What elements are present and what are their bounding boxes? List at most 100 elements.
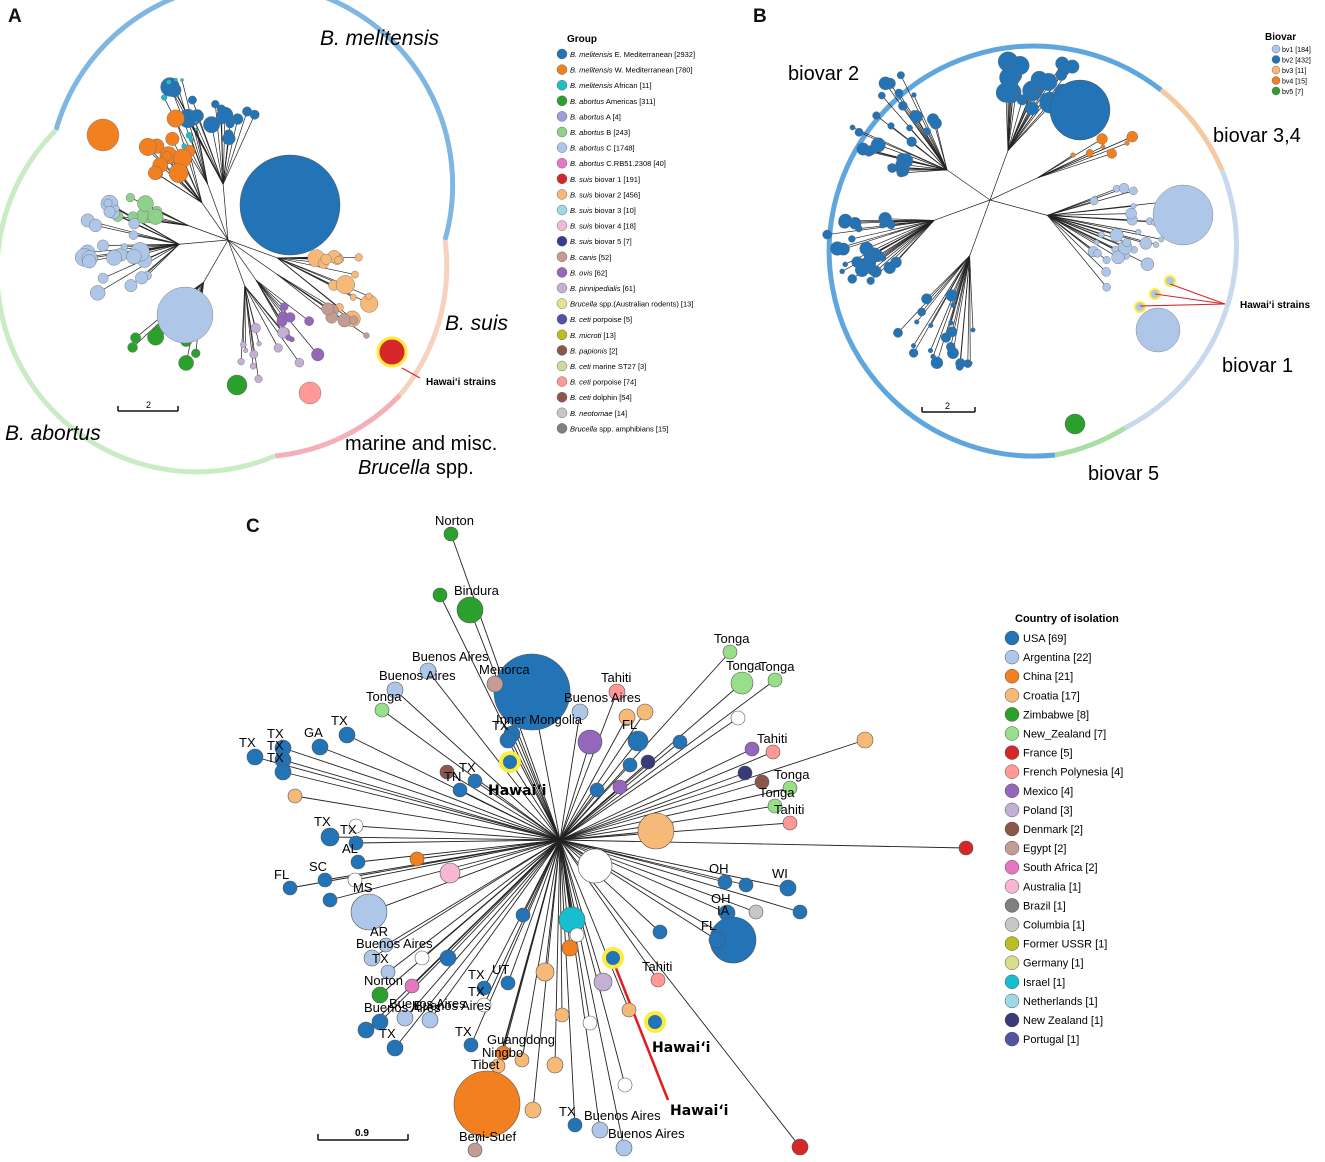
isolate-node bbox=[569, 927, 585, 943]
tree-b-node bbox=[854, 127, 864, 137]
tree-a-node bbox=[186, 111, 201, 126]
legend-b-title: Biovar bbox=[1265, 32, 1296, 43]
legend-a-swatch bbox=[556, 111, 568, 122]
tree-a-node bbox=[240, 341, 247, 348]
isolate-node bbox=[627, 730, 649, 752]
legend-c-entry: Brazil [1] bbox=[1023, 900, 1066, 912]
legend-b-entry: bv5 [7] bbox=[1282, 89, 1303, 96]
arc-biovar2 bbox=[826, 43, 1163, 459]
isolate-node bbox=[363, 949, 381, 967]
isolate-node bbox=[652, 924, 668, 940]
tree-a-node bbox=[250, 323, 261, 334]
isolate-node bbox=[622, 757, 638, 773]
tree-b-node bbox=[995, 82, 1016, 103]
isolate-node bbox=[767, 798, 783, 814]
arc-marine bbox=[274, 393, 402, 459]
isolate-node bbox=[476, 980, 492, 996]
legend-a-swatch bbox=[556, 329, 568, 340]
legend-b-swatch bbox=[1271, 76, 1281, 85]
isolate-label: Buenos Aires bbox=[356, 936, 433, 951]
isolate-label: Tonga bbox=[774, 767, 810, 782]
node-bv1-large bbox=[1152, 184, 1214, 246]
tree-b-node bbox=[1101, 267, 1111, 277]
legend-c-entry: Argentina [22] bbox=[1023, 652, 1092, 664]
isolate-label: Buenos Aires bbox=[564, 690, 641, 705]
tree-a-node bbox=[97, 272, 109, 284]
tree-b-node bbox=[887, 164, 893, 170]
isolate-node bbox=[409, 851, 425, 867]
isolate-node bbox=[246, 748, 264, 766]
tree-b-node bbox=[1093, 249, 1102, 258]
tree-a-node bbox=[354, 253, 363, 262]
tree-a-node bbox=[97, 239, 109, 252]
legend-c-swatch bbox=[1004, 630, 1020, 646]
legend-a-entry: B. pinnipedialis [61] bbox=[570, 284, 635, 293]
isolate-label: Tonga bbox=[714, 631, 750, 646]
legend-c-entry: Denmark [2] bbox=[1023, 824, 1083, 836]
tree-a-node bbox=[126, 248, 142, 265]
isolate-node bbox=[348, 835, 364, 851]
legend-c-entry: South Africa [2] bbox=[1023, 862, 1098, 874]
isolate-node bbox=[722, 644, 738, 660]
tree-a-node bbox=[194, 128, 198, 132]
legend-c-swatch bbox=[1004, 955, 1020, 970]
tree-b-node bbox=[878, 91, 886, 100]
tree-a-node bbox=[82, 254, 97, 269]
tree-a-node bbox=[348, 315, 359, 325]
isolate-node bbox=[404, 978, 420, 994]
legend-c-entry: Zimbabwe [8] bbox=[1023, 709, 1089, 721]
tree-a-node bbox=[127, 342, 138, 353]
tree-b-node bbox=[1139, 237, 1153, 250]
callout-line-b2 bbox=[1154, 293, 1226, 305]
isolate-label: AL bbox=[342, 841, 358, 856]
tree-b-node bbox=[866, 276, 875, 285]
legend-a-swatch bbox=[556, 204, 568, 216]
legend-a-entry: Brucella spp.(Australian rodents) [13] bbox=[570, 300, 693, 309]
tree-b-node bbox=[1102, 283, 1111, 292]
label-melitensis: B. melitensis bbox=[320, 27, 440, 50]
isolate-label: TX bbox=[468, 984, 485, 999]
isolate-label: TX bbox=[492, 718, 509, 733]
isolate-label: TX bbox=[267, 750, 284, 765]
tree-b-node bbox=[911, 92, 917, 98]
legend-c-entry: New Zealand [1] bbox=[1023, 1015, 1103, 1027]
isolate-label: FL bbox=[274, 867, 289, 882]
tree-a-node bbox=[249, 362, 257, 370]
legend-b-swatch bbox=[1271, 44, 1281, 54]
legend-a-swatch bbox=[556, 126, 568, 138]
tree-b-node bbox=[851, 256, 864, 268]
legend-c-swatch bbox=[1004, 726, 1020, 741]
node-melitensis-w-med bbox=[86, 118, 120, 152]
tree-b-node bbox=[894, 88, 904, 98]
isolate-node bbox=[535, 962, 555, 982]
node-hawaii-bv1 bbox=[1164, 275, 1176, 287]
legend-b-entry: bv1 [184] bbox=[1282, 47, 1311, 54]
tree-b-node bbox=[1153, 241, 1160, 248]
legend-c-swatch bbox=[1004, 707, 1020, 722]
tree-b-node bbox=[1070, 152, 1076, 158]
isolate-label: Tonga bbox=[366, 689, 402, 704]
tree-b-node bbox=[922, 127, 931, 136]
tree-b-node bbox=[893, 327, 903, 338]
tree-a-node bbox=[106, 249, 122, 266]
tree-b-node bbox=[948, 320, 954, 326]
tree-b-node bbox=[1039, 73, 1058, 91]
legend-a-swatch bbox=[556, 282, 568, 294]
isolate-node bbox=[791, 1138, 809, 1156]
legend-c-swatch bbox=[1004, 764, 1020, 779]
isolate-node bbox=[371, 986, 389, 1004]
tree-b-node bbox=[1097, 231, 1105, 238]
isolate-node bbox=[717, 874, 733, 890]
tree-a-node bbox=[103, 205, 116, 218]
legend-c-title: Country of isolation bbox=[1015, 613, 1119, 625]
isolate-label: Tibet bbox=[471, 1057, 500, 1072]
node-abortus-c bbox=[156, 286, 214, 344]
isolate-node bbox=[350, 893, 388, 931]
legend-a-entry: B. melitensis W. Mediterranean [780] bbox=[570, 66, 693, 75]
isolate-node bbox=[546, 1056, 564, 1074]
isolate-node bbox=[282, 880, 298, 896]
legend-b-swatch bbox=[1271, 65, 1281, 75]
tree-b-node bbox=[836, 242, 850, 256]
tree-a-node bbox=[242, 106, 252, 117]
